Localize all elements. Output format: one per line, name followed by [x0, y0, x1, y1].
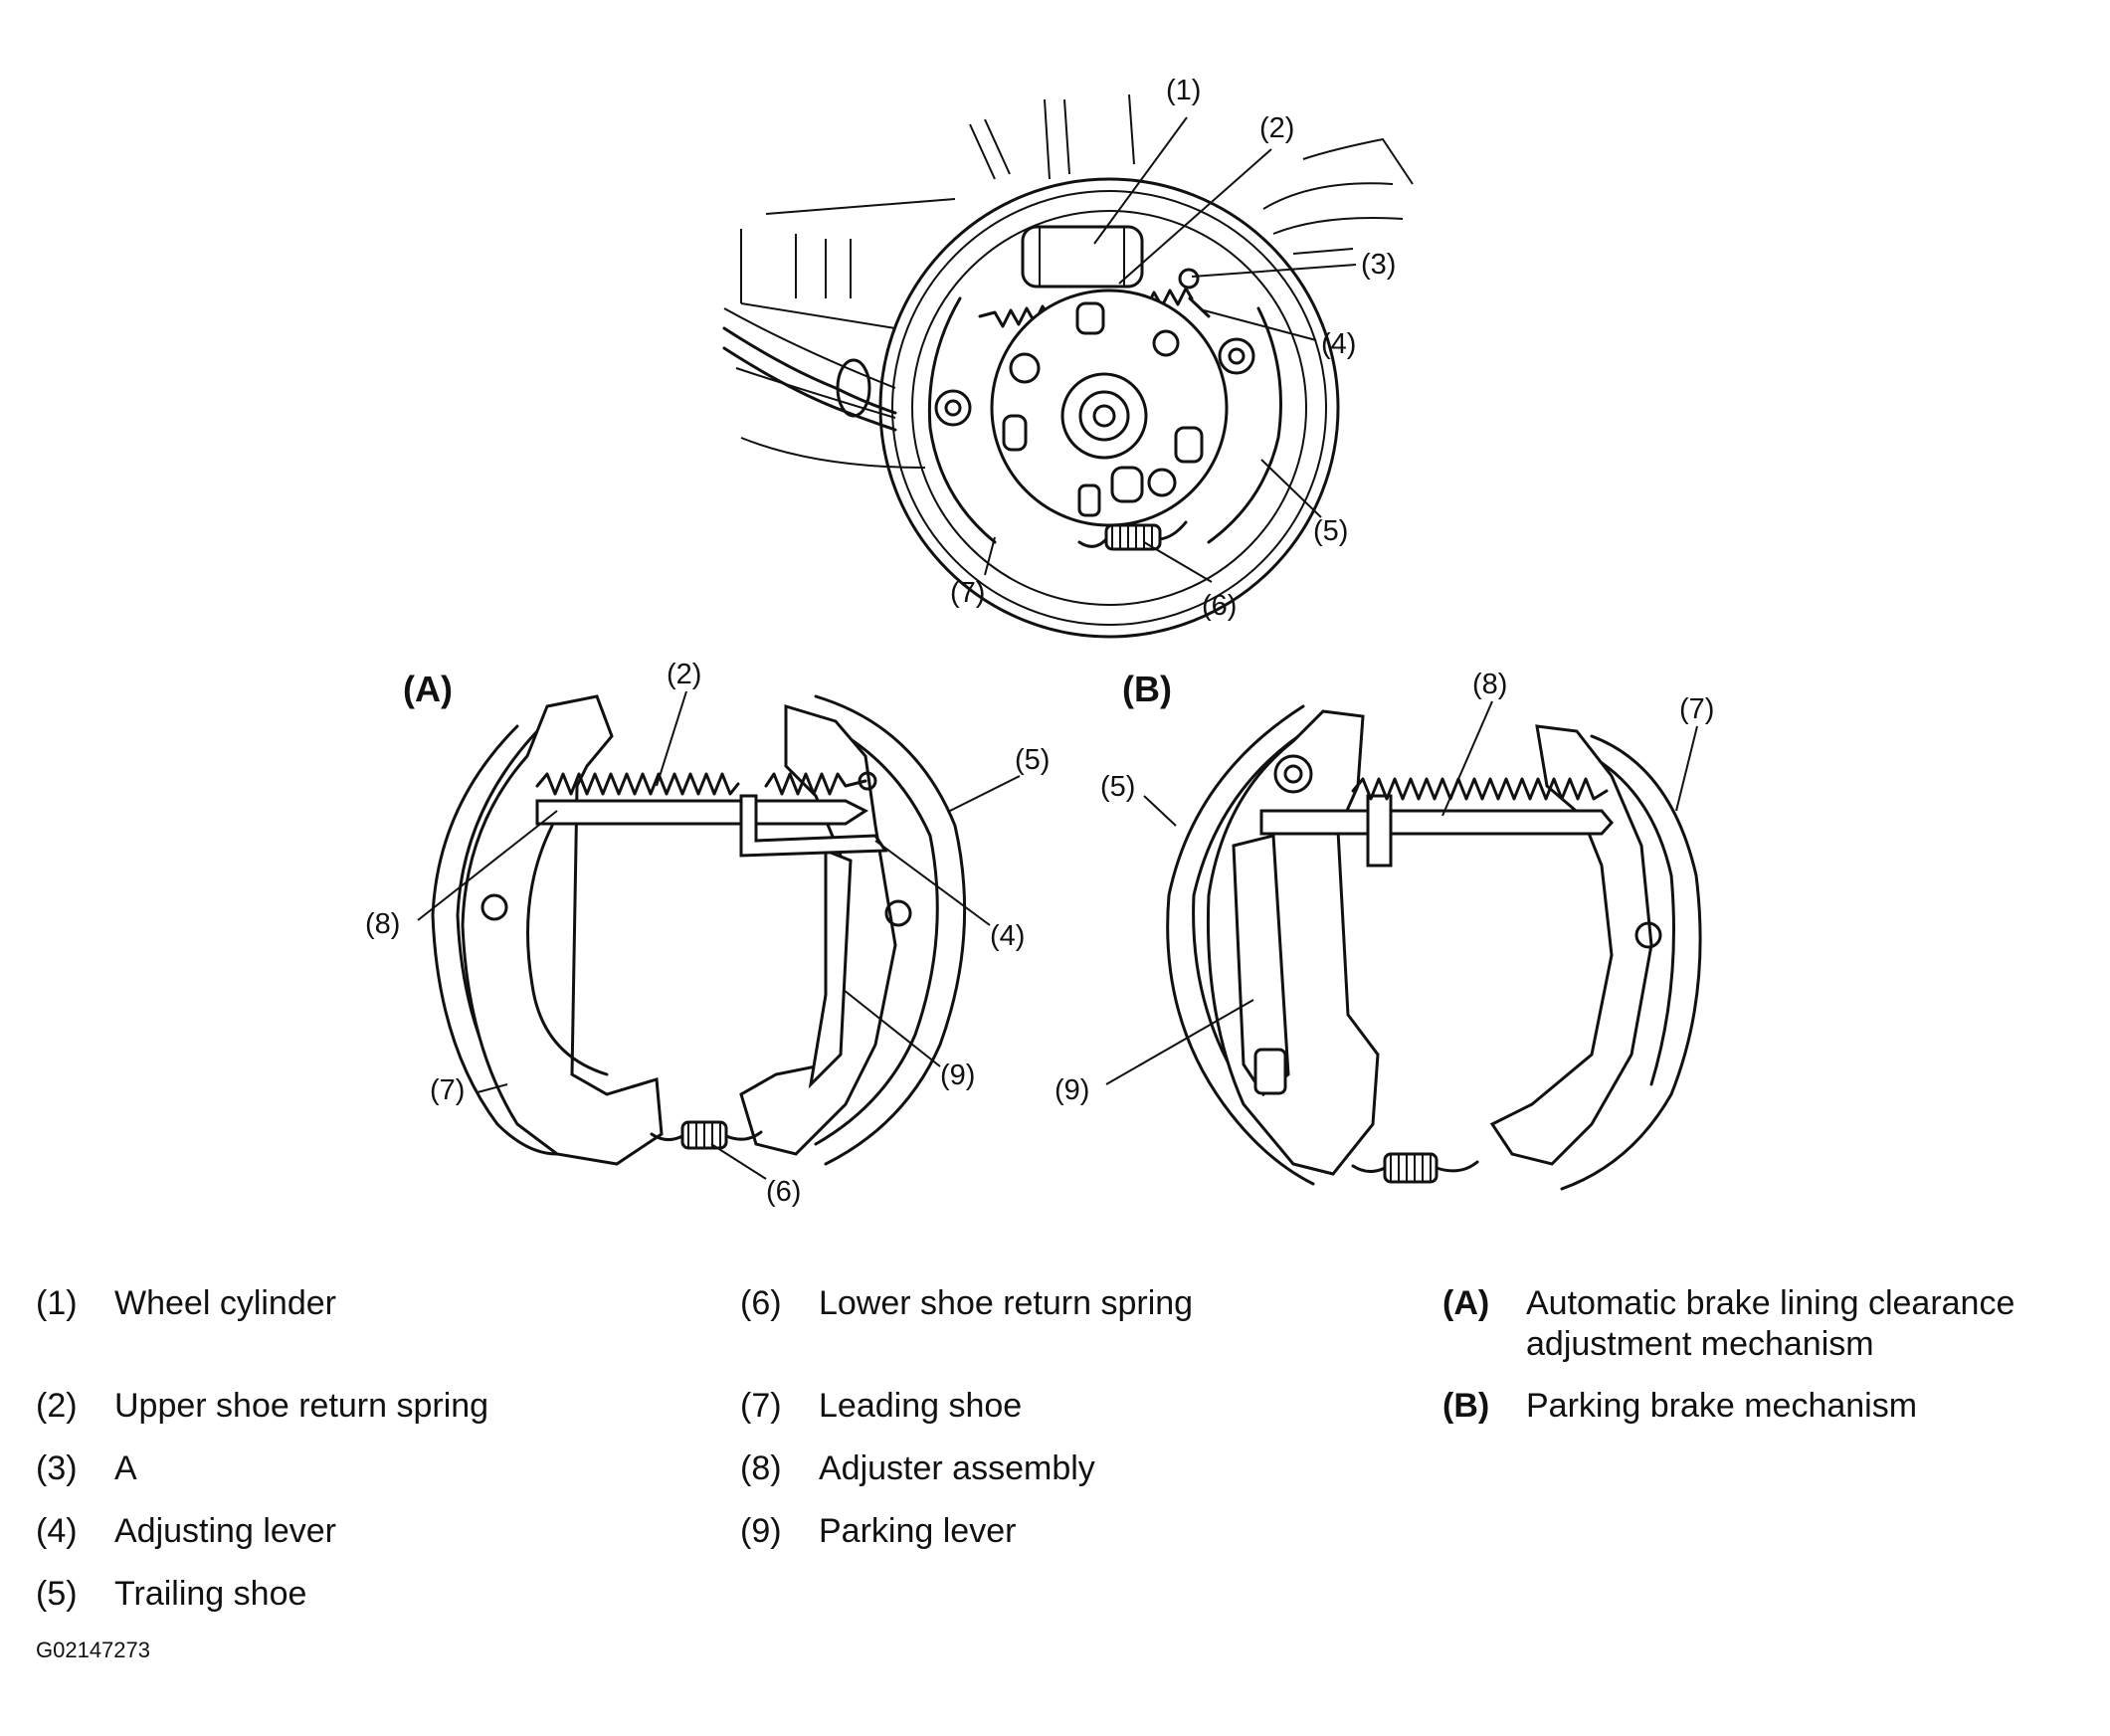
legend-text: Adjusting lever: [114, 1512, 337, 1550]
legend-num: (8): [740, 1449, 782, 1487]
leader-5: [1260, 459, 1322, 518]
leader-a7: [477, 1083, 508, 1093]
leader-b8: [1441, 700, 1493, 817]
legend-num: (4): [36, 1512, 78, 1550]
leader-b7: [1675, 725, 1698, 812]
callout-a6: (6): [766, 1176, 801, 1208]
leader-a6: [710, 1143, 767, 1180]
legend-text: Leading shoe: [819, 1387, 1023, 1425]
legend-num: (5): [36, 1575, 78, 1613]
callout-2: (2): [1259, 112, 1294, 144]
figure-code: G02147273: [36, 1638, 150, 1662]
legend-text: Adjuster assembly: [819, 1449, 1095, 1487]
legend-section-num: (A): [1442, 1284, 1490, 1322]
assembly-a: [431, 694, 967, 1166]
legend-num: (3): [36, 1449, 78, 1487]
callout-a9: (9): [940, 1060, 975, 1091]
callout-6: (6): [1202, 590, 1237, 622]
callout-5: (5): [1313, 515, 1348, 547]
legend-text: Upper shoe return spring: [114, 1387, 489, 1425]
callout-a8: (8): [365, 908, 400, 940]
leader-a5: [949, 775, 1021, 812]
callout-b5: (5): [1100, 771, 1135, 803]
assembly-b: [1166, 704, 1702, 1191]
legend-text: A: [114, 1449, 137, 1487]
installed-brake-assembly: [722, 94, 1414, 639]
leader-6: [1143, 541, 1213, 583]
leader-3: [1191, 264, 1357, 278]
callout-b8: (8): [1472, 669, 1507, 700]
callout-a7: (7): [430, 1074, 465, 1106]
leader-b5: [1143, 795, 1177, 827]
callout-a2: (2): [667, 659, 701, 690]
leader-a8: [417, 810, 558, 921]
leader-a2: [656, 690, 687, 787]
legend-num: (9): [740, 1512, 782, 1550]
leader-1: [1093, 116, 1188, 245]
callout-7: (7): [950, 577, 985, 609]
leader-a9: [843, 989, 941, 1067]
legend-num: (1): [36, 1284, 78, 1322]
section-a-label: (A): [403, 669, 453, 709]
callout-1: (1): [1166, 75, 1201, 106]
callout-a5: (5): [1015, 744, 1050, 776]
callout-4: (4): [1321, 328, 1356, 360]
section-b-label: (B): [1122, 669, 1172, 709]
leader-7: [984, 536, 996, 576]
legend-section-text: Parking brake mechanism: [1526, 1387, 1918, 1425]
callout-a4: (4): [990, 920, 1025, 952]
legend-num: (7): [740, 1387, 782, 1425]
leader-b9: [1105, 999, 1254, 1085]
legend-text: Trailing shoe: [114, 1575, 307, 1613]
legend-text: Lower shoe return spring: [819, 1284, 1194, 1322]
legend-num: (2): [36, 1387, 78, 1425]
legend-section-text-line2: adjustment mechanism: [1526, 1325, 1874, 1363]
leader-a4: [874, 840, 991, 926]
legend-text: Parking lever: [819, 1512, 1017, 1550]
callout-3: (3): [1361, 249, 1396, 281]
legend-text: Wheel cylinder: [114, 1284, 336, 1322]
callout-b7: (7): [1679, 693, 1714, 725]
legend-num: (6): [740, 1284, 782, 1322]
legend-section-num: (B): [1442, 1387, 1490, 1425]
callout-b9: (9): [1055, 1074, 1089, 1106]
legend-section-text-line1: Automatic brake lining clearance: [1526, 1284, 2015, 1322]
leader-2: [1118, 148, 1272, 285]
leader-4: [1203, 309, 1317, 341]
